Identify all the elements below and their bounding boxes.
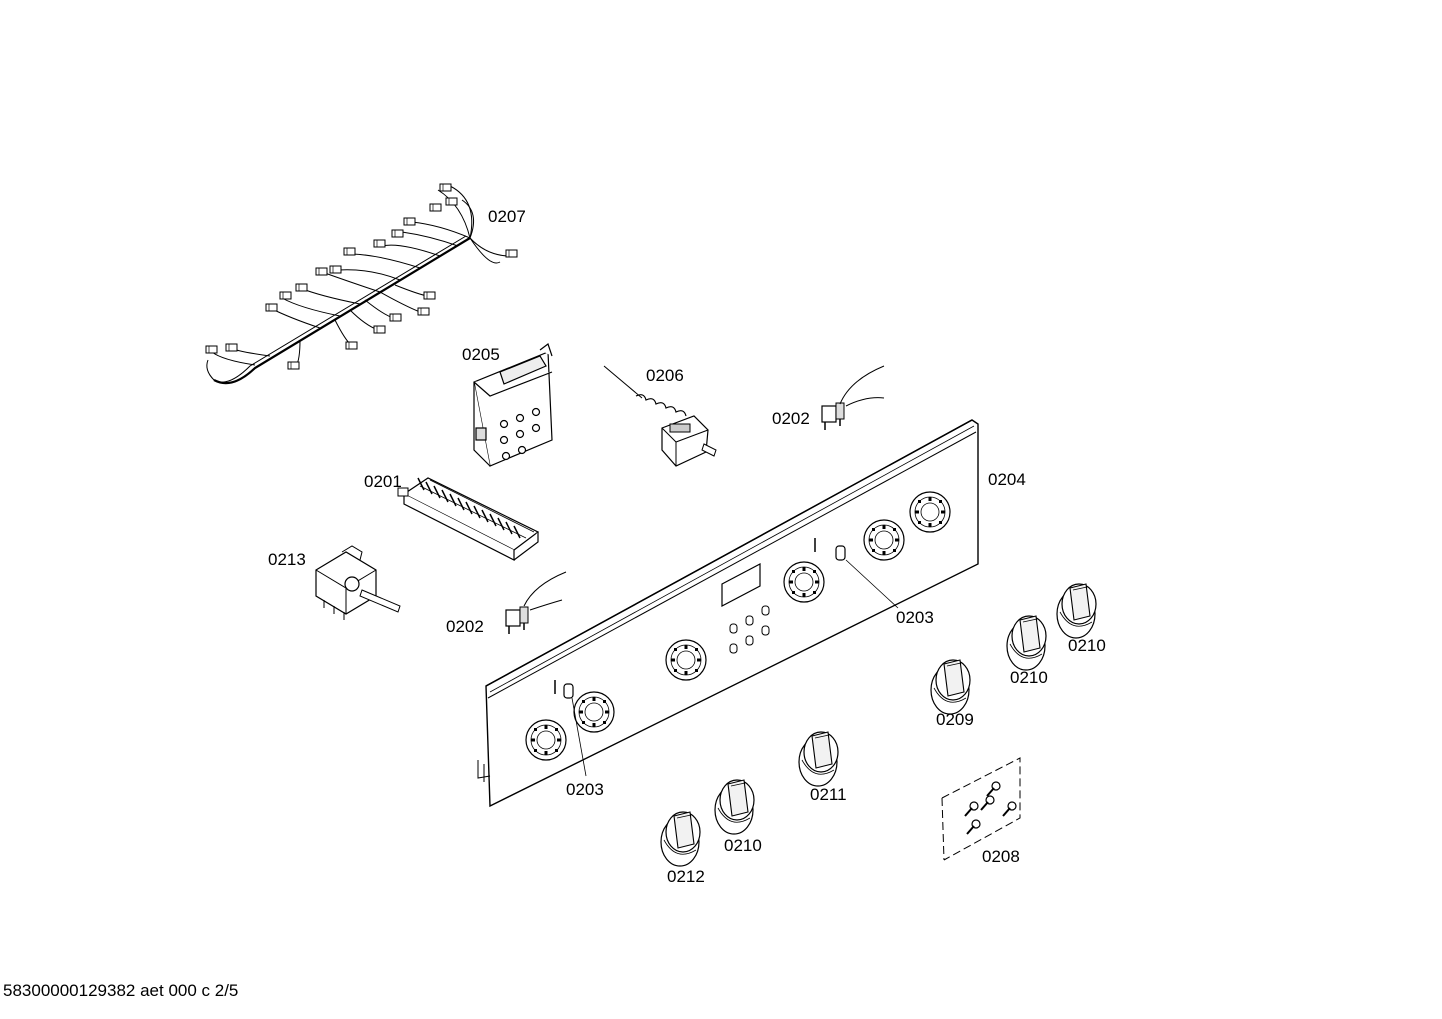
switch-lower xyxy=(505,571,567,635)
knob-mid-right xyxy=(930,659,971,715)
thermostat xyxy=(603,365,717,467)
label-screw-set: 0208 xyxy=(982,847,1020,866)
switch-upper xyxy=(821,365,885,431)
indicator-left xyxy=(563,683,587,777)
label-terminal-block: 0201 xyxy=(364,472,402,491)
label-wiring-harness: 0207 xyxy=(488,207,526,226)
document-id: 58300000129382 aet 000 c 2/5 xyxy=(3,981,239,1000)
rotary-switch xyxy=(315,545,401,620)
label-indicator-right: 0203 xyxy=(896,608,934,627)
label-knob-right: 0210 xyxy=(1010,668,1048,687)
label-knob-lower-mid: 0210 xyxy=(724,836,762,855)
label-knob-far-right: 0210 xyxy=(1068,636,1106,655)
terminal-block xyxy=(397,477,540,561)
label-thermostat: 0206 xyxy=(646,366,684,385)
knob-center xyxy=(798,731,839,787)
module-unit xyxy=(473,343,553,467)
indicator-right xyxy=(835,545,899,609)
label-switch-upper: 0202 xyxy=(772,409,810,428)
label-indicator-left: 0203 xyxy=(566,780,604,799)
knob-right xyxy=(1006,615,1047,671)
knob-lower-mid xyxy=(714,779,755,835)
label-rotary-switch: 0213 xyxy=(268,550,306,569)
label-switch-lower: 0202 xyxy=(446,617,484,636)
label-knob-center: 0211 xyxy=(810,785,847,804)
knob-lower-left xyxy=(660,811,701,867)
knob-far-right xyxy=(1056,583,1097,639)
label-knob-lower-left: 0212 xyxy=(667,867,705,886)
label-module-unit: 0205 xyxy=(462,345,500,364)
screw-set xyxy=(941,757,1021,861)
label-knob-mid-right: 0209 xyxy=(936,710,974,729)
label-control-panel: 0204 xyxy=(988,470,1026,489)
